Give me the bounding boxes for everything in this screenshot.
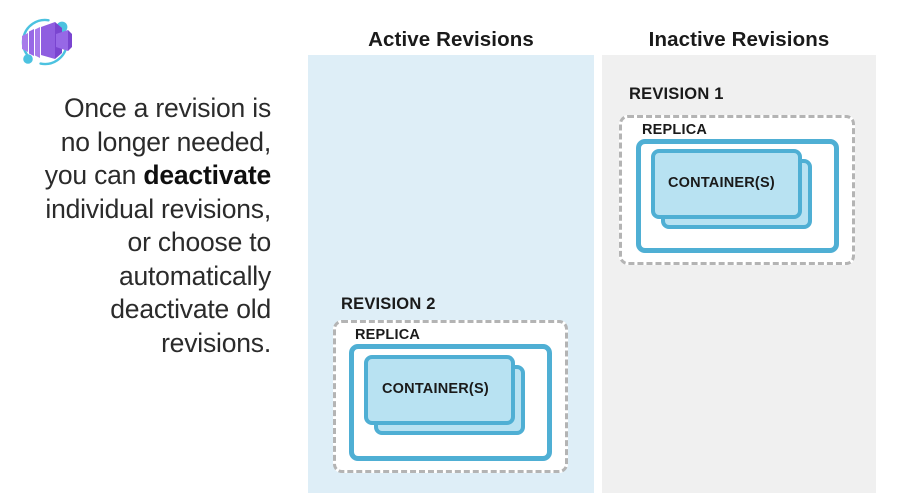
intro-line-1: Once a revision is — [63, 93, 271, 123]
revision-group-1: REVISION 1 REPLICA CONTAINER(S) — [602, 55, 876, 493]
revision-1-replica-label: REPLICA — [642, 122, 708, 138]
intro-line-8: revisions. — [161, 327, 271, 358]
revision-2-label: REVISION 2 — [341, 295, 436, 313]
intro-line-3-prefix: you can — [44, 160, 144, 190]
intro-line-2: no longer needed, — [60, 126, 271, 157]
column-heading-inactive-revisions: Inactive Revisions — [648, 28, 830, 51]
left-intro-column: Once a revision is no longer needed, you… — [0, 0, 290, 501]
intro-line-7: deactivate old — [110, 294, 271, 324]
revision-2-replica-label: REPLICA — [355, 327, 421, 343]
intro-line-4: individual revisions, — [45, 193, 271, 224]
revision-1-container-card-front — [651, 149, 802, 219]
intro-emphasis-deactivate: deactivate — [143, 160, 271, 190]
azure-container-apps-icon — [14, 14, 76, 70]
intro-paragraph: Once a revision is no longer needed, you… — [6, 92, 271, 360]
revision-group-2: REVISION 2 REPLICA CONTAINER(S) — [308, 55, 594, 493]
revision-2-container-label: CONTAINER(S) — [382, 381, 489, 397]
intro-line-6: automatically — [118, 260, 271, 291]
revision-2-container-card-front — [364, 355, 515, 425]
column-heading-active-revisions: Active Revisions — [368, 28, 534, 51]
revision-1-container-label: CONTAINER(S) — [668, 175, 775, 191]
intro-line-5: or choose to — [127, 227, 272, 257]
revision-1-label: REVISION 1 — [629, 85, 724, 103]
